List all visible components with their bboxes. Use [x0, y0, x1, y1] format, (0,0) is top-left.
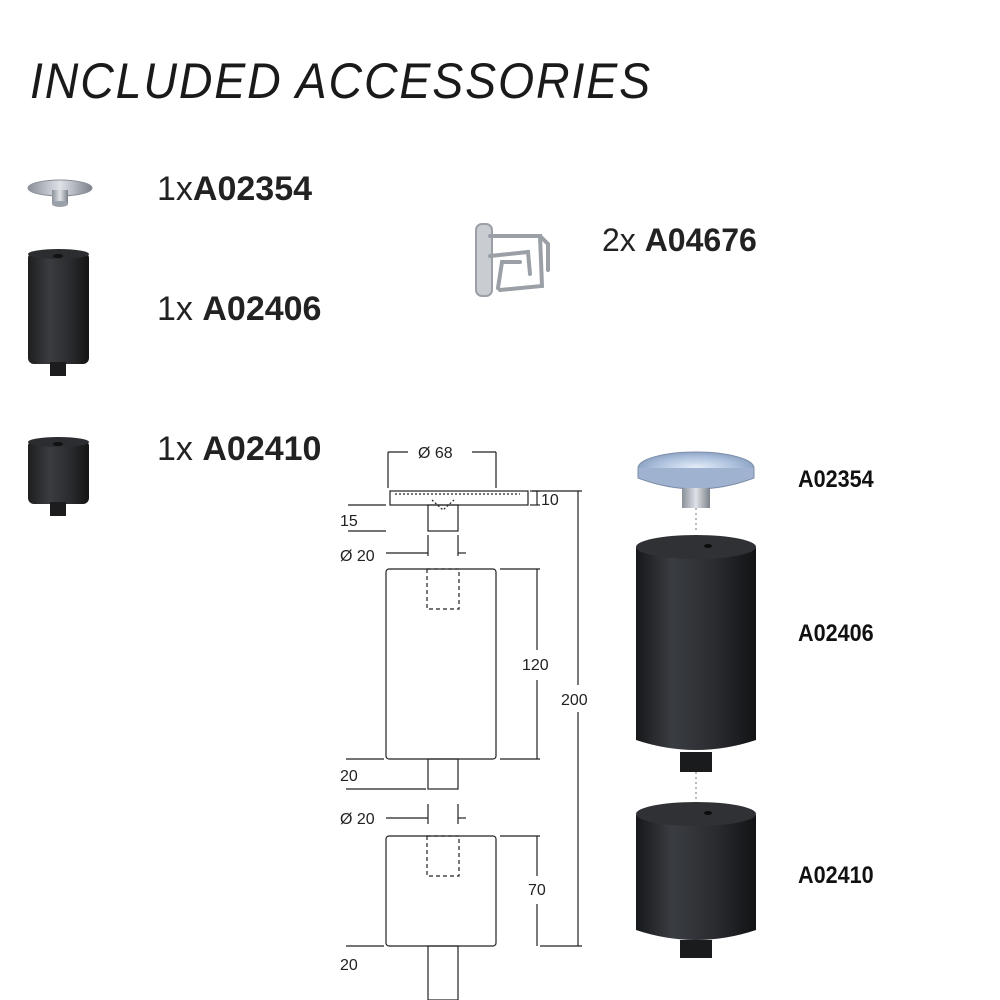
qty: 2x — [602, 222, 645, 258]
part-code: A02406 — [202, 290, 322, 328]
qty: 1x — [157, 170, 193, 208]
long-cylinder-icon — [28, 249, 89, 376]
part-code: A02410 — [202, 430, 322, 468]
render-long-cylinder-a02406 — [636, 535, 756, 800]
dim-height-15: 15 — [340, 513, 358, 530]
dim-height-70: 70 — [528, 882, 546, 899]
knob-disc-icon — [27, 179, 93, 207]
render-short-cylinder-a02410 — [636, 802, 756, 958]
part-code: A02354 — [192, 170, 313, 208]
accessory-a02406: 1x A02406 — [157, 290, 321, 329]
part-label-a02406: A02406 — [798, 620, 874, 647]
dim-height-20-b: 20 — [340, 957, 358, 974]
dim-diameter-20-b: Ø 20 — [340, 811, 375, 828]
part-label-a02410: A02410 — [798, 862, 874, 889]
accessory-a02410: 1x A02410 — [157, 430, 321, 469]
wire-bracket-icon — [475, 223, 550, 297]
short-cylinder-icon — [28, 437, 89, 516]
accessory-a04676: 2x A04676 — [602, 222, 757, 259]
part-label-a02354: A02354 — [798, 466, 874, 493]
dim-height-10: 10 — [541, 492, 559, 509]
accessory-a02354: 1xA02354 — [157, 170, 312, 209]
dim-diameter-68: Ø 68 — [418, 445, 453, 462]
render-knob-a02354 — [637, 451, 755, 530]
qty: 1x — [157, 290, 203, 328]
dim-diameter-20-a: Ø 20 — [340, 548, 375, 565]
dim-height-200: 200 — [561, 692, 588, 709]
qty: 1x — [157, 430, 203, 468]
dim-height-120: 120 — [522, 657, 549, 674]
page-title: INCLUDED ACCESSORIES — [30, 53, 653, 109]
dim-height-20-a: 20 — [340, 768, 358, 785]
part-code: A04676 — [644, 222, 757, 258]
